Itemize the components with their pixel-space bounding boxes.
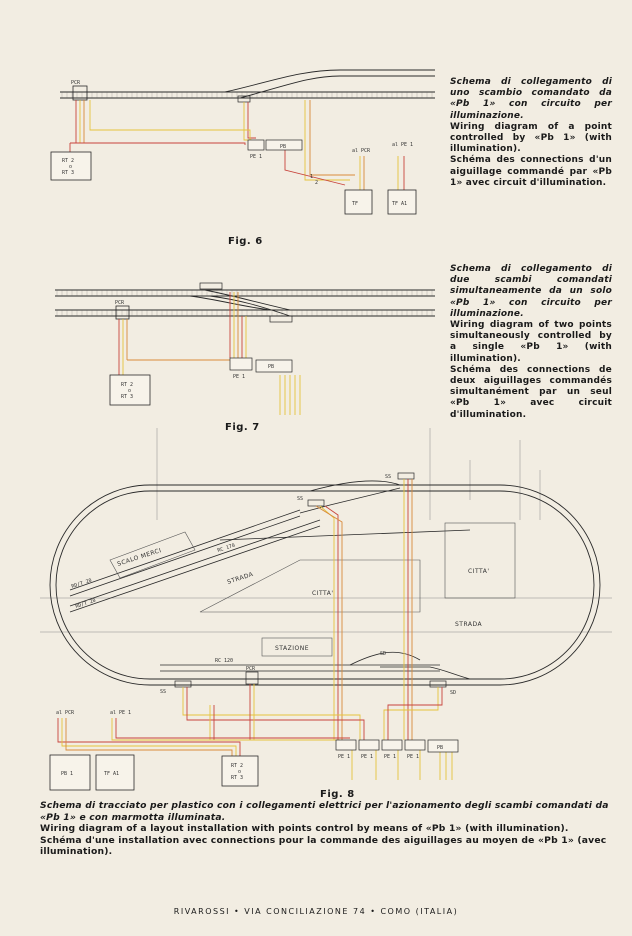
fig8-caption: Schema di tracciato per plastico con i c… <box>40 800 610 858</box>
fig8-wires <box>57 479 453 780</box>
fig6-pcr-label: PCR <box>71 80 81 86</box>
fig8-caption-en: Wiring diagram of a layout installation … <box>40 823 569 834</box>
fig6-pb-box <box>265 139 303 151</box>
fig8-al-pe1-label: al PE 1 <box>110 710 131 716</box>
fig6-rt1-box <box>344 189 373 215</box>
fig8-pe1-label-2: PE 1 <box>361 754 373 760</box>
fig7-point-motor-1 <box>199 282 223 290</box>
fig7-pe1-box <box>229 357 253 371</box>
fig8-ss-label-3: SS <box>160 689 166 695</box>
fig8-ss-label-1: SS <box>385 474 391 480</box>
fig7-rt2-label: RT 2 <box>121 382 133 388</box>
fig6-caption-en: Wiring diagram of a point controlled by … <box>450 121 612 155</box>
fig6-pb-label: PB <box>280 144 286 150</box>
fig8-rd20-label-a: RD/T 20 <box>71 578 93 590</box>
fig8-tfa1-label: TF A1 <box>104 771 119 777</box>
fig8-rc120-label: RC 120 <box>215 658 233 664</box>
fig8-citta-label-1: CITTA' <box>312 590 333 597</box>
fig8-stazione-label: STAZIONE <box>275 645 309 652</box>
fig8-sd-label-1: SD <box>380 651 386 657</box>
fig6-diagram: PCR RT 2 o RT 3 PE 1 PB <box>50 69 435 215</box>
fig8-citta-label-2: CITTA' <box>468 568 489 575</box>
footer-address: RIVAROSSI • VIA CONCILIAZIONE 74 • COMO … <box>173 907 459 916</box>
fig7-caption-it: Schema di collegamento di due scambi com… <box>450 264 612 319</box>
fig8-pb1-label: PB 1 <box>61 771 73 777</box>
fig8-point-motor-3 <box>174 680 192 688</box>
fig6-caption-it: Schema di collegamento di uno scambio co… <box>450 77 612 121</box>
fig6-wires <box>69 100 405 190</box>
fig7-pb-label: PB <box>268 364 274 370</box>
fig6-al-pe1-label: al PE 1 <box>392 142 413 148</box>
fig6-rt-box <box>50 151 92 181</box>
fig6-label: Fig. 6 <box>228 236 263 247</box>
fig7-caption-en: Wiring diagram of two points simultaneou… <box>450 320 612 364</box>
fig8-point-motor-4 <box>429 680 447 688</box>
fig8-pcr-label: PCR <box>246 666 256 672</box>
fig7-caption: Schema di collegamento di due scambi com… <box>450 264 612 421</box>
fig6-rt3-label: RT 3 <box>62 170 74 176</box>
fig6-rt2-label: RT 2 <box>62 158 74 164</box>
fig8-pe1-label-1: PE 1 <box>338 754 350 760</box>
fig8-caption-it: Schema di tracciato per plastico con i c… <box>40 800 609 823</box>
fig8-strada-label-1: STRADA <box>226 571 254 586</box>
fig7-pcr-marker <box>115 305 130 320</box>
fig8-rt3-label: RT 3 <box>231 775 243 781</box>
fig8-rd20-label-b: RD/T 20 <box>75 598 97 610</box>
fig8-point-motor-1 <box>397 472 415 480</box>
fig8-strada-label-2: STRADA <box>455 621 483 628</box>
fig6-caption-fr: Schéma des connections d'un aiguillage c… <box>450 155 612 188</box>
fig8-pb-label: PB <box>437 745 443 751</box>
fig7-rt-box <box>109 374 151 406</box>
fig7-or-label: o <box>128 388 131 394</box>
fig8-sidings <box>69 480 471 680</box>
fig6-caption: Schema di collegamento di uno scambio co… <box>450 77 612 189</box>
fig6-num2: 2 <box>315 180 318 186</box>
fig7-pe1-label: PE 1 <box>233 374 245 380</box>
fig7-wires <box>118 292 301 415</box>
fig8-or-label: o <box>238 769 241 775</box>
fig8-ss-label-2: SS <box>297 496 303 502</box>
fig6-pe1-label: PE 1 <box>250 154 262 160</box>
fig7-label: Fig. 7 <box>225 422 260 433</box>
fig7-diagram: PCR PE 1 PB RT 2 o RT 3 <box>55 282 435 415</box>
fig8-point-motor-2 <box>307 499 325 507</box>
fig8-pcr-marker <box>245 671 259 685</box>
fig6-tfa1-label: TF A1 <box>392 201 407 207</box>
fig8-rc170-label: RC 170 <box>217 543 236 554</box>
fig8-label: Fig. 8 <box>320 789 355 800</box>
fig8-rt-box <box>221 755 259 787</box>
fig8-diagram: SCALO MERCI STRADA CITTA' CITTA' STRADA … <box>40 428 612 791</box>
fig8-areas <box>109 522 516 657</box>
fig6-tfa1-box <box>387 189 417 215</box>
fig6-tf-label: TF <box>352 201 358 207</box>
fig8-pb1-box <box>49 754 91 791</box>
fig8-tfa1-box <box>95 754 135 791</box>
fig7-rt3-label: RT 3 <box>121 394 133 400</box>
fig6-pe1-box <box>247 139 265 151</box>
fig6-or-label: o <box>69 164 72 170</box>
fig7-pb-box <box>255 359 293 373</box>
fig7-pcr-label: PCR <box>115 300 125 306</box>
fig8-pe1-label-4: PE 1 <box>407 754 419 760</box>
fig8-sd-label-2: SD <box>450 690 456 696</box>
fig8-pe1-label-3: PE 1 <box>384 754 396 760</box>
fig8-control-boxes <box>335 739 459 753</box>
fig8-al-pcr-label: al PCR <box>56 710 75 716</box>
fig7-caption-fr: Schéma des connections de deux aiguillag… <box>450 364 612 420</box>
fig8-rt2-label: RT 2 <box>231 763 243 769</box>
fig6-al-pcr-label: al PCR <box>352 148 371 154</box>
fig8-oval-track <box>49 484 601 686</box>
fig8-caption-fr: Schéma d'une installation avec connectio… <box>40 834 607 858</box>
fig7-point-motor-2 <box>269 315 293 323</box>
fig6-num1: 1 <box>310 174 313 180</box>
